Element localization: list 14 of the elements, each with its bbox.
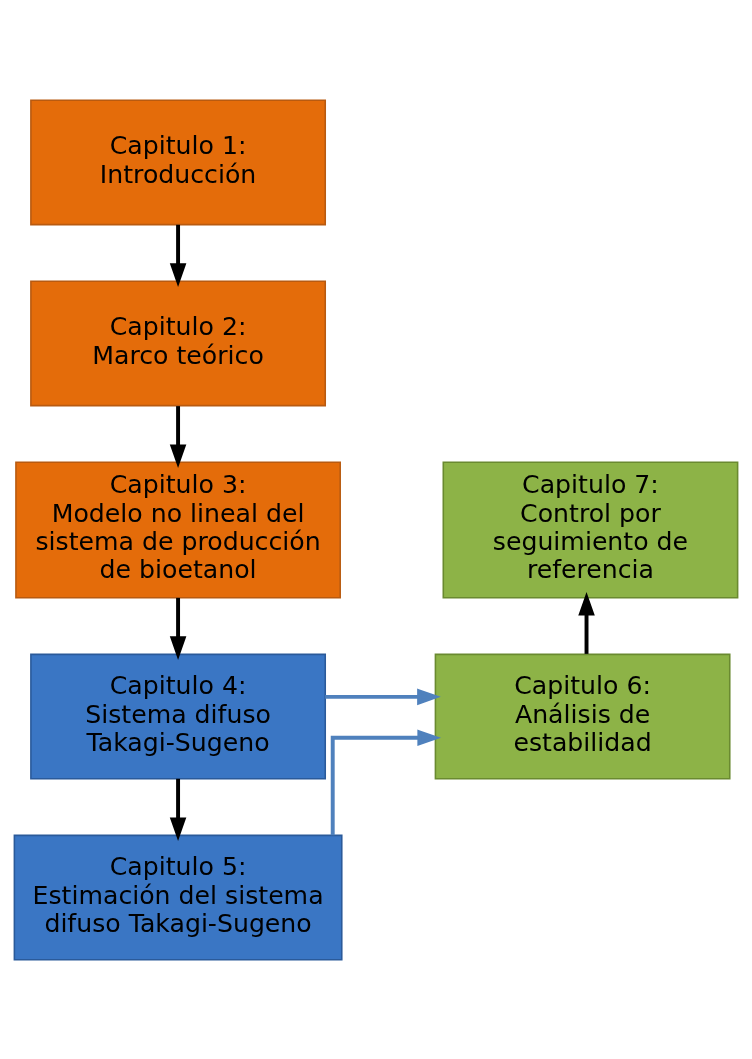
node-box: Capitulo 4: Sistema difuso Takagi-Sugeno	[30, 653, 327, 779]
arrow	[169, 224, 187, 287]
arrow	[325, 688, 441, 705]
arrow	[578, 591, 595, 654]
node-box: Capitulo 6: Análisis de estabilidad	[434, 653, 731, 779]
arrow	[330, 729, 442, 835]
arrow	[169, 597, 187, 660]
node-box: Capitulo 5: Estimación del sistema difuso Takagi-Sugeno	[13, 834, 343, 960]
node-box: Capitulo 1: Introducción	[30, 99, 327, 225]
arrow	[169, 405, 187, 468]
arrow	[169, 778, 187, 841]
node-box: Capitulo 3: Modelo no lineal del sistema de producción de bioetanol	[15, 461, 341, 598]
node-box: Capitulo 7: Control por seguimiento de referencia	[442, 461, 739, 598]
node-box: Capitulo 2: Marco teórico	[30, 280, 327, 406]
